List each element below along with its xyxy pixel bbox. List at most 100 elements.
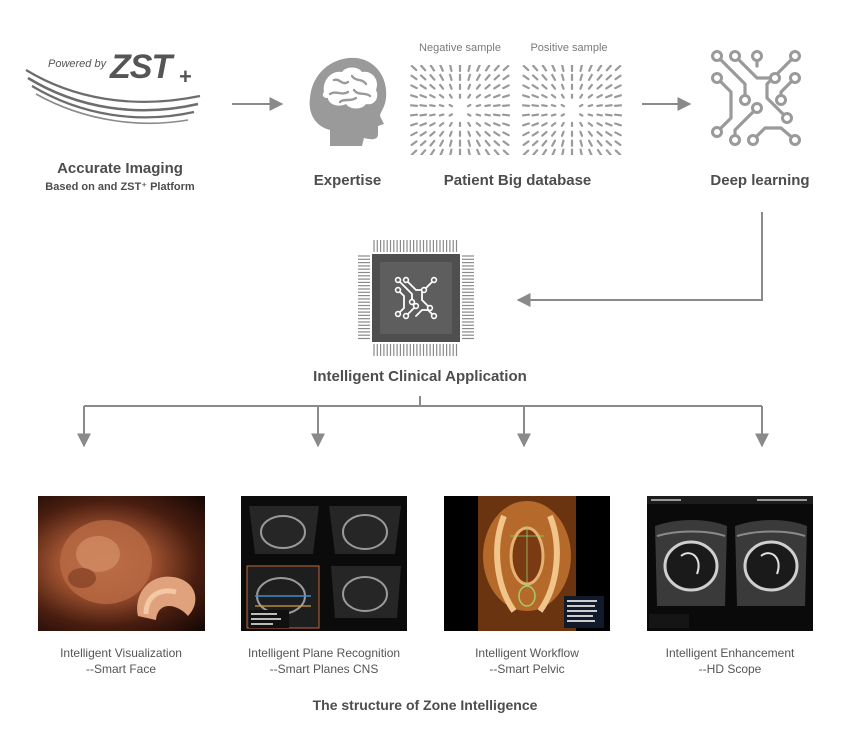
pattern-dash bbox=[493, 149, 500, 155]
pattern-dash bbox=[541, 93, 548, 99]
pattern-dash bbox=[410, 74, 418, 81]
pattern-dash bbox=[410, 104, 419, 107]
pattern-dash bbox=[502, 84, 510, 90]
pattern-dash bbox=[531, 122, 540, 127]
output-caption-1: Intelligent Visualization --Smart Face bbox=[21, 645, 221, 677]
pattern-dash bbox=[467, 130, 472, 137]
pattern-dash bbox=[588, 65, 593, 72]
pattern-dash bbox=[614, 94, 622, 99]
pattern-dash bbox=[438, 113, 445, 117]
pattern-dash bbox=[541, 122, 548, 127]
pattern-dash bbox=[578, 113, 584, 117]
pattern-dash bbox=[604, 122, 613, 127]
output-caption-3: Intelligent Workflow --Smart Pelvic bbox=[427, 645, 627, 677]
pattern-dash bbox=[419, 84, 427, 90]
pattern-dash bbox=[429, 148, 436, 155]
pattern-dash bbox=[604, 113, 613, 117]
pattern-dash bbox=[484, 83, 491, 90]
pattern-dash bbox=[484, 104, 491, 108]
pattern-dash bbox=[438, 104, 445, 108]
pattern-dash bbox=[579, 65, 583, 73]
pattern-dash bbox=[550, 93, 557, 99]
pattern-dash bbox=[522, 140, 530, 147]
expertise-node bbox=[300, 50, 390, 150]
pattern-dash bbox=[475, 73, 481, 81]
pattern-dash bbox=[475, 83, 481, 90]
pattern-dash bbox=[449, 148, 453, 155]
pattern-dash bbox=[410, 65, 418, 72]
pattern-dash bbox=[448, 93, 453, 99]
pattern-dash bbox=[522, 113, 531, 117]
zst-logo: Powered by ZST + bbox=[22, 48, 207, 132]
pattern-dash bbox=[439, 65, 444, 72]
zst-brand-plus: + bbox=[179, 64, 192, 89]
pattern-dash bbox=[541, 113, 548, 117]
pattern-dash bbox=[541, 130, 548, 137]
radial-lines-pattern-icon bbox=[410, 65, 510, 155]
pattern-dash bbox=[419, 131, 427, 137]
pattern-dash bbox=[560, 121, 565, 127]
pattern-dash bbox=[502, 149, 510, 155]
smart-pelvic-image bbox=[444, 496, 610, 631]
pattern-dash bbox=[587, 83, 593, 90]
output-caption-4-line2: --HD Scope bbox=[698, 662, 762, 676]
pattern-dash bbox=[502, 131, 510, 137]
pattern-dash bbox=[467, 121, 472, 127]
pattern-dash bbox=[588, 148, 593, 155]
pattern-dash bbox=[596, 122, 603, 127]
pattern-dash bbox=[429, 65, 436, 72]
pattern-dash bbox=[614, 122, 622, 127]
pattern-dash bbox=[578, 103, 584, 108]
pattern-dash bbox=[502, 140, 510, 147]
pattern-dash bbox=[614, 65, 622, 72]
pattern-dash bbox=[551, 73, 557, 81]
pattern-dash bbox=[419, 104, 428, 108]
pattern-dash bbox=[605, 140, 613, 147]
fetal-face-render bbox=[60, 520, 196, 620]
pattern-dash bbox=[429, 113, 436, 117]
pattern-dash bbox=[501, 113, 510, 117]
pattern-dash bbox=[522, 84, 530, 90]
pattern-dash bbox=[419, 74, 427, 81]
pattern-dash bbox=[522, 74, 530, 81]
pattern-dash bbox=[596, 83, 603, 90]
pattern-dash bbox=[605, 131, 613, 137]
pattern-dash bbox=[438, 93, 445, 99]
pattern-dash bbox=[484, 148, 491, 155]
pattern-dash bbox=[550, 113, 557, 117]
pattern-dash bbox=[531, 94, 540, 99]
pattern-dash bbox=[541, 104, 548, 108]
pattern-dash bbox=[613, 104, 622, 107]
pattern-dash bbox=[493, 84, 501, 90]
output-caption-1-line2: --Smart Face bbox=[85, 662, 156, 676]
pattern-dash bbox=[449, 65, 453, 73]
pattern-dash bbox=[579, 73, 584, 82]
pattern-dash bbox=[493, 131, 501, 137]
pattern-dash bbox=[467, 148, 471, 155]
pattern-dash bbox=[410, 84, 418, 90]
negative-sample-label: Negative sample bbox=[419, 42, 501, 54]
pattern-dash bbox=[614, 131, 622, 137]
pattern-dash bbox=[605, 65, 612, 72]
pattern-dash bbox=[484, 122, 491, 127]
pattern-dash bbox=[551, 148, 556, 155]
zst-swoosh-logo-icon bbox=[25, 69, 201, 125]
output-caption-1-line1: Intelligent Visualization bbox=[60, 646, 182, 660]
pattern-dash bbox=[410, 131, 418, 137]
pattern-dash bbox=[560, 73, 565, 82]
pattern-dash bbox=[410, 149, 418, 155]
pattern-dash bbox=[501, 104, 510, 107]
pattern-dash bbox=[596, 65, 603, 72]
expertise-title: Expertise bbox=[313, 172, 382, 189]
pattern-dash bbox=[448, 113, 454, 117]
pattern-dash bbox=[579, 139, 584, 147]
pattern-dash bbox=[561, 65, 565, 73]
powered-by-text: Powered by bbox=[48, 58, 107, 70]
pattern-dash bbox=[531, 113, 540, 117]
pattern-dash bbox=[439, 139, 445, 147]
output-caption-2: Intelligent Plane Recognition --Smart Pl… bbox=[219, 645, 429, 677]
pattern-dash bbox=[541, 148, 548, 155]
pelvic-render bbox=[478, 496, 604, 631]
pattern-dash bbox=[614, 74, 622, 81]
pattern-dash bbox=[484, 130, 491, 137]
